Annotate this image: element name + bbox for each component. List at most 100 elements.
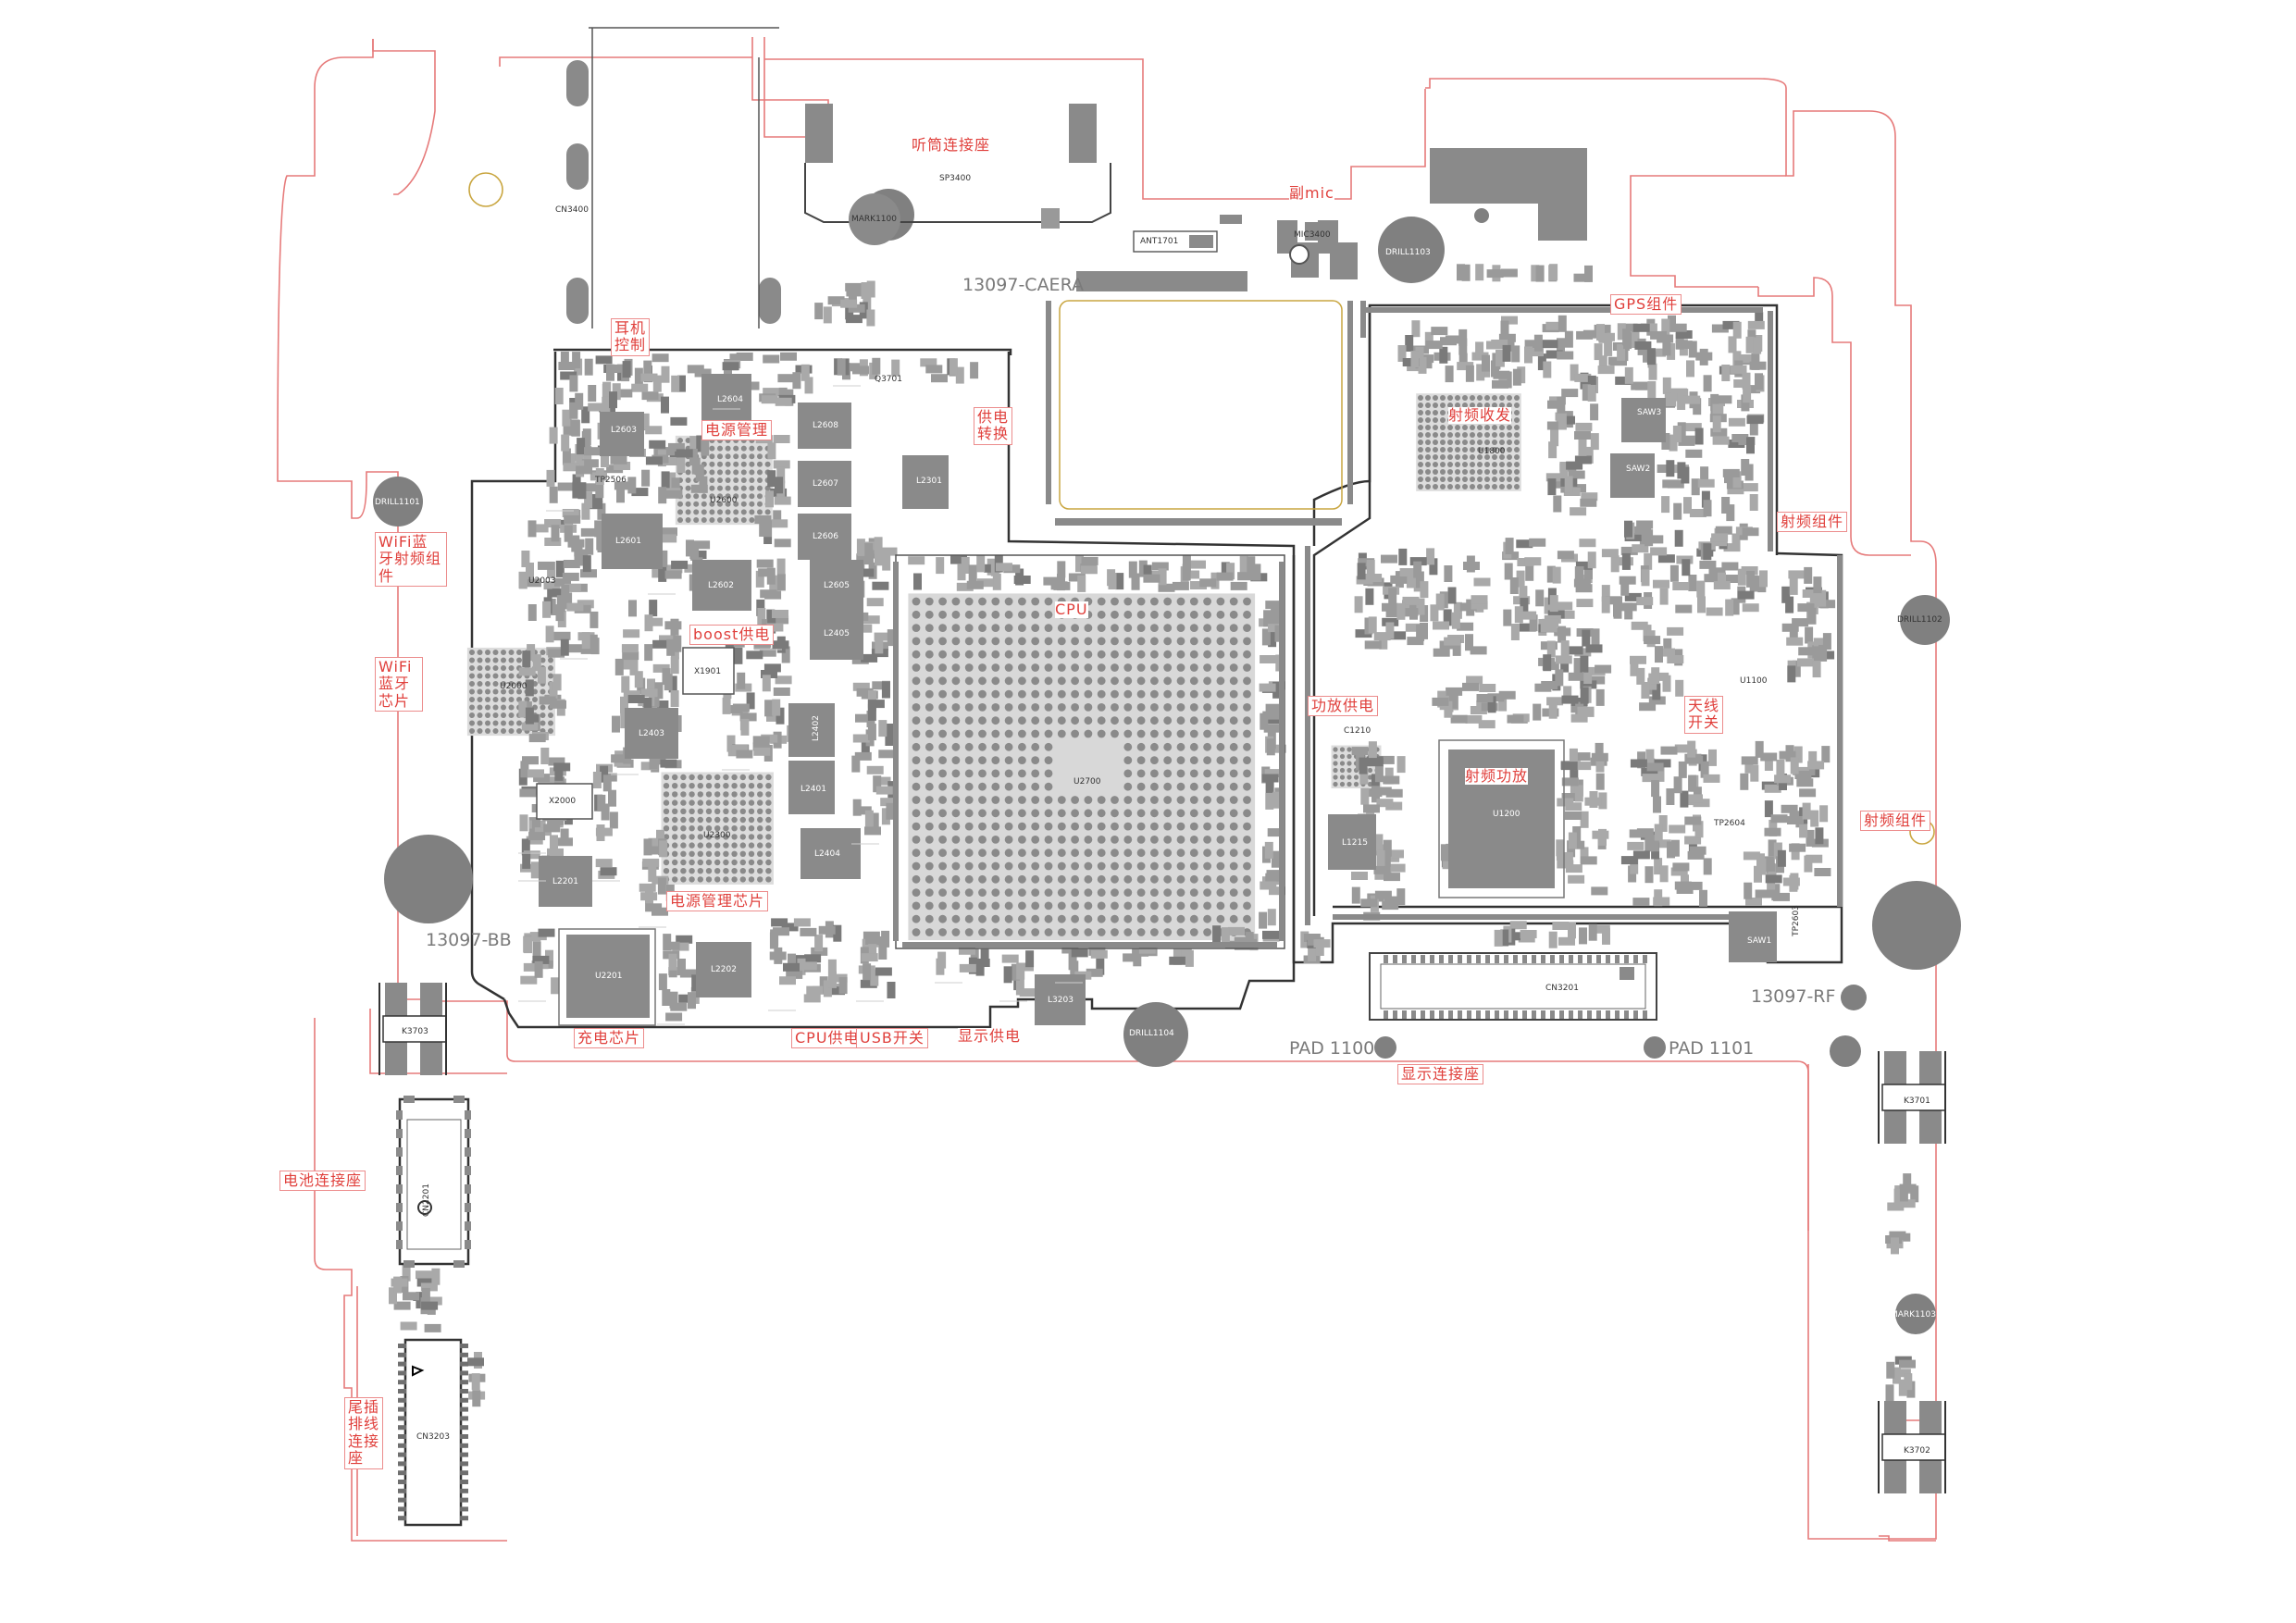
- charger-chip: [558, 928, 656, 1026]
- cpu-bga: [908, 593, 1256, 941]
- chip-label-pa: U1200: [1493, 810, 1520, 819]
- battery-connector-pins: [396, 1096, 471, 1268]
- label-earphone-control: 耳机控制: [611, 318, 650, 356]
- crystal-label-x1901: X1901: [694, 667, 722, 676]
- inductor-label-l2202: L2202: [711, 965, 737, 974]
- label-boost: boost供电: [689, 625, 775, 646]
- inductor-label-l3203: L3203: [1048, 996, 1074, 1005]
- board-outline: [277, 37, 1937, 1542]
- inductor-label-l2607: L2607: [813, 479, 838, 489]
- inductor-blocks: [539, 374, 1777, 1025]
- crystal-label-x2000: X2000: [549, 797, 577, 806]
- pmic2-bga: [661, 772, 774, 885]
- saw-label-2: SAW2: [1626, 465, 1651, 474]
- section-label-baseband: 13097-BB: [426, 930, 512, 950]
- label-cpu: CPU: [1055, 601, 1088, 619]
- camera-window-frame: [1046, 301, 1353, 526]
- label-tail-connector: 尾插排线连接座: [344, 1397, 383, 1469]
- label-pmic-chip: 电源管理芯片: [666, 891, 769, 912]
- drill-pads: [373, 189, 1961, 1334]
- chip-label-u1100: U1100: [1740, 676, 1768, 686]
- chip-label-pmic: U2600: [710, 496, 738, 505]
- mic-label: MIC3400: [1294, 230, 1331, 240]
- label-power-switch: 供电转换: [974, 407, 1012, 445]
- side-connector-slots: [566, 60, 781, 324]
- earpiece-connector: [804, 104, 1111, 245]
- label-display-connector: 显示连接座: [1397, 1064, 1484, 1085]
- chip-label-cpu: U2700: [1074, 777, 1101, 787]
- tail-connector: [403, 1338, 463, 1527]
- inductor-label-l2301: L2301: [916, 477, 942, 486]
- inductor-label-l2608: L2608: [813, 421, 838, 430]
- crystal-x2000: [536, 783, 593, 820]
- inductor-label-l1215: L1215: [1342, 838, 1368, 848]
- key-label-3702: K3702: [1904, 1446, 1930, 1456]
- cpu-frame-pads: [893, 562, 1285, 948]
- label-rf-pa: 射频功放: [1465, 767, 1529, 786]
- side-connector-frame: [589, 27, 779, 328]
- component-label-c1210: C1210: [1344, 726, 1371, 736]
- inductor-label-l2404: L2404: [814, 849, 840, 859]
- tail-connector-pins: [398, 1344, 468, 1521]
- camera-window: [1059, 300, 1343, 510]
- testpoint-label-tp2604: TP2604: [1714, 819, 1745, 828]
- antenna-block: [1133, 230, 1218, 253]
- label-sub-mic: 副mic: [1289, 184, 1334, 203]
- section-label-camera: 13097-CAERA: [962, 275, 1084, 295]
- crystal-x1901: [682, 647, 735, 695]
- label-usb-switch: USB开关: [856, 1028, 928, 1049]
- inductor-label-l2403: L2403: [639, 729, 664, 738]
- key-label-3703: K3703: [402, 1027, 428, 1036]
- inductor-label-l2402: L2402: [811, 715, 821, 741]
- battery-connector: [398, 1097, 470, 1266]
- camera-area-pads: [1041, 148, 1587, 291]
- inductor-label-l2602: L2602: [708, 581, 734, 590]
- pad-label-1101: PAD 1101: [1669, 1038, 1755, 1059]
- display-connector-pins: [1384, 955, 1647, 1019]
- testpoint-label-tp2506: TP2506: [595, 476, 627, 485]
- pa-chip: [1438, 739, 1565, 898]
- inductor-label-l2405: L2405: [824, 629, 850, 638]
- drill-label-1103: DRILL1103: [1385, 248, 1431, 257]
- key-switches: [379, 983, 1946, 1493]
- pad-label-1100: PAD 1100: [1289, 1038, 1375, 1059]
- chip-label-rf: U1800: [1478, 447, 1506, 456]
- label-pa-supply: 功放供电: [1308, 696, 1379, 717]
- chip-label-pmic2: U2300: [703, 831, 731, 840]
- key-label-3701: K3701: [1904, 1096, 1930, 1106]
- inductor-label-l2605: L2605: [824, 581, 850, 590]
- label-gps: GPS组件: [1610, 294, 1682, 316]
- section-label-rf: 13097-RF: [1751, 986, 1836, 1007]
- connector-label-display: CN3201: [1545, 984, 1579, 993]
- inductor-label-l2603: L2603: [611, 426, 637, 435]
- drill-label-1102: DRILL1102: [1897, 615, 1942, 625]
- label-rf-group-1: 射频组件: [1777, 512, 1848, 533]
- chip-label-earpiece: SP3400: [939, 174, 972, 183]
- antenna-label: ANT1701: [1140, 237, 1179, 246]
- transistor-label-q3701: Q3701: [875, 375, 902, 384]
- label-wifi-bt-rf: WiFi蓝牙射频组件: [375, 532, 447, 588]
- label-rf-group-2: 射频组件: [1860, 811, 1931, 832]
- label-earpiece-connector: 听筒连接座: [912, 136, 991, 155]
- mark-label-1100: MARK1100: [851, 215, 897, 224]
- inductor-label-l2201: L2201: [552, 877, 578, 886]
- saw-label-1: SAW1: [1747, 936, 1772, 946]
- label-cpu-supply: CPU供电: [791, 1028, 863, 1049]
- display-connector: [1369, 952, 1657, 1021]
- label-charging-chip: 充电芯片: [574, 1028, 645, 1049]
- smd-components: [389, 264, 1919, 1407]
- inductor-label-l2601: L2601: [615, 537, 641, 546]
- wifi-bga: [466, 647, 556, 737]
- label-battery-connector: 电池连接座: [279, 1171, 366, 1192]
- label-power-mgmt: 电源管理: [701, 420, 773, 441]
- label-antenna-switch: 天线开关: [1684, 696, 1723, 734]
- saw-label-3: SAW3: [1637, 408, 1662, 417]
- drill-label-1104: DRILL1104: [1129, 1029, 1174, 1038]
- connector-label-tail: CN3203: [416, 1432, 450, 1442]
- testpoint-label-tp2603: TP2603: [1791, 905, 1801, 936]
- rf-shield-pads: [1305, 301, 1843, 925]
- label-wifi-bt-chip: WiFi蓝牙芯片: [375, 657, 423, 712]
- chip-label-wifi-rf: U2003: [528, 576, 556, 586]
- rf-transceiver-bga: [1416, 393, 1521, 491]
- connector-label-battery: CN2201: [422, 1183, 431, 1217]
